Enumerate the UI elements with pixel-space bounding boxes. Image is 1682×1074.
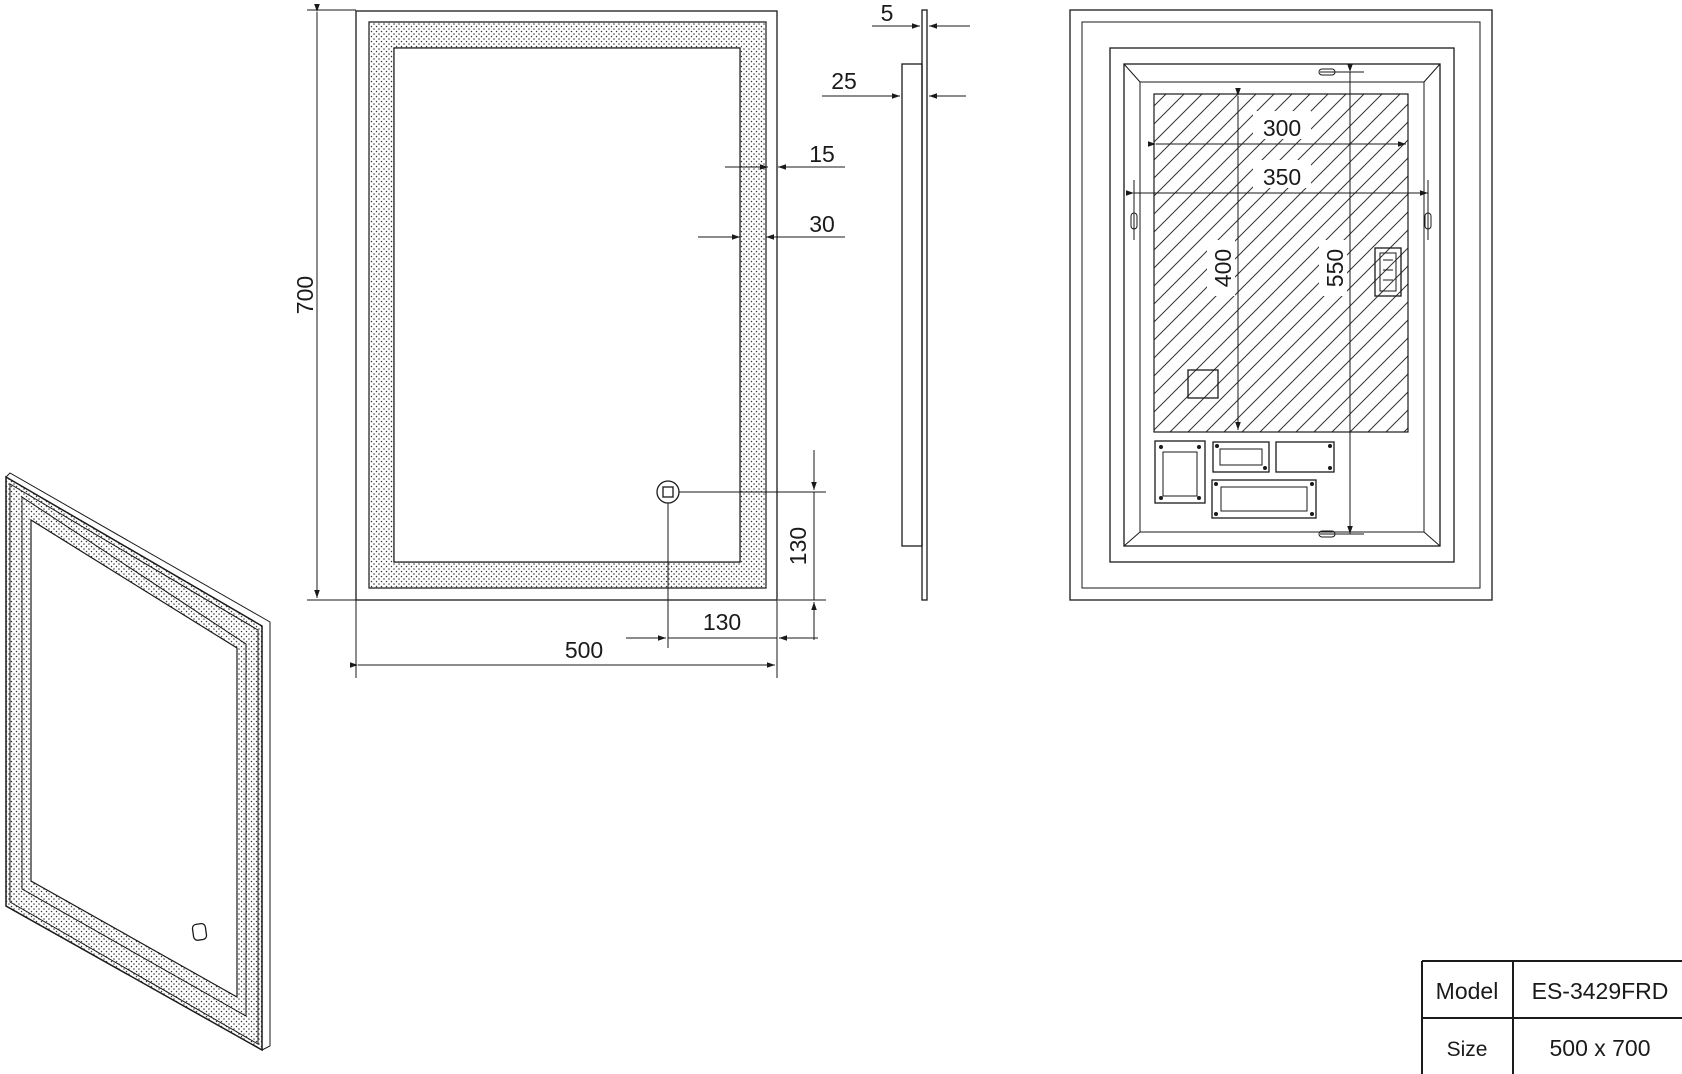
width-dimension-label: 500 xyxy=(565,637,603,663)
front-mirror-glass xyxy=(393,47,741,563)
front-outer-outline xyxy=(355,10,778,601)
hanging-hook-icon xyxy=(1130,180,1138,240)
transformer-icon xyxy=(1275,441,1335,473)
front-view: 700 500 15 30 130 130 xyxy=(292,4,845,678)
size-value: 500 x 700 xyxy=(1549,1035,1650,1061)
hanging-hook-icon xyxy=(1318,68,1364,76)
rear-width-350-label: 350 xyxy=(1263,164,1301,190)
switch-x-dimension-label: 130 xyxy=(703,609,741,635)
height-dimension-label: 700 xyxy=(292,276,318,314)
depth-dimension-label: 25 xyxy=(831,68,857,94)
control-board-icon xyxy=(1211,479,1317,519)
touch-switch-icon xyxy=(191,922,208,941)
terminal-block-icon xyxy=(1374,247,1402,297)
rear-height-400-label: 400 xyxy=(1210,249,1236,287)
rear-height-550-label: 550 xyxy=(1322,249,1348,287)
heating-pad-area xyxy=(1153,93,1409,433)
frame-30-dimension-label: 30 xyxy=(809,211,835,237)
side-frame-profile xyxy=(901,63,923,547)
perspective-mirror-glass xyxy=(30,518,238,999)
switch-y-dimension-label: 130 xyxy=(785,527,811,565)
rear-outer-outline xyxy=(1069,9,1493,601)
rear-width-300-label: 300 xyxy=(1263,115,1301,141)
rear-frame xyxy=(1123,63,1441,547)
spec-table: Model ES-3429FRD Size 500 x 700 xyxy=(1421,960,1682,1074)
perspective-view xyxy=(5,472,271,1052)
model-label: Model xyxy=(1436,978,1499,1004)
glass-thickness-label: 5 xyxy=(881,0,894,26)
hanging-hook-icon xyxy=(1424,180,1432,240)
led-driver-icon xyxy=(1212,441,1270,473)
hanging-hook-icon xyxy=(1318,530,1364,538)
electrical-box-icon xyxy=(1154,440,1206,504)
model-value: ES-3429FRD xyxy=(1532,978,1669,1004)
side-view: 5 25 xyxy=(822,0,970,601)
rear-view: 300 350 400 550 xyxy=(1069,9,1493,601)
size-label: Size xyxy=(1447,1038,1488,1061)
side-glass-profile xyxy=(921,9,928,601)
frame-15-dimension-label: 15 xyxy=(809,141,835,167)
thermostat-icon xyxy=(1187,369,1219,399)
